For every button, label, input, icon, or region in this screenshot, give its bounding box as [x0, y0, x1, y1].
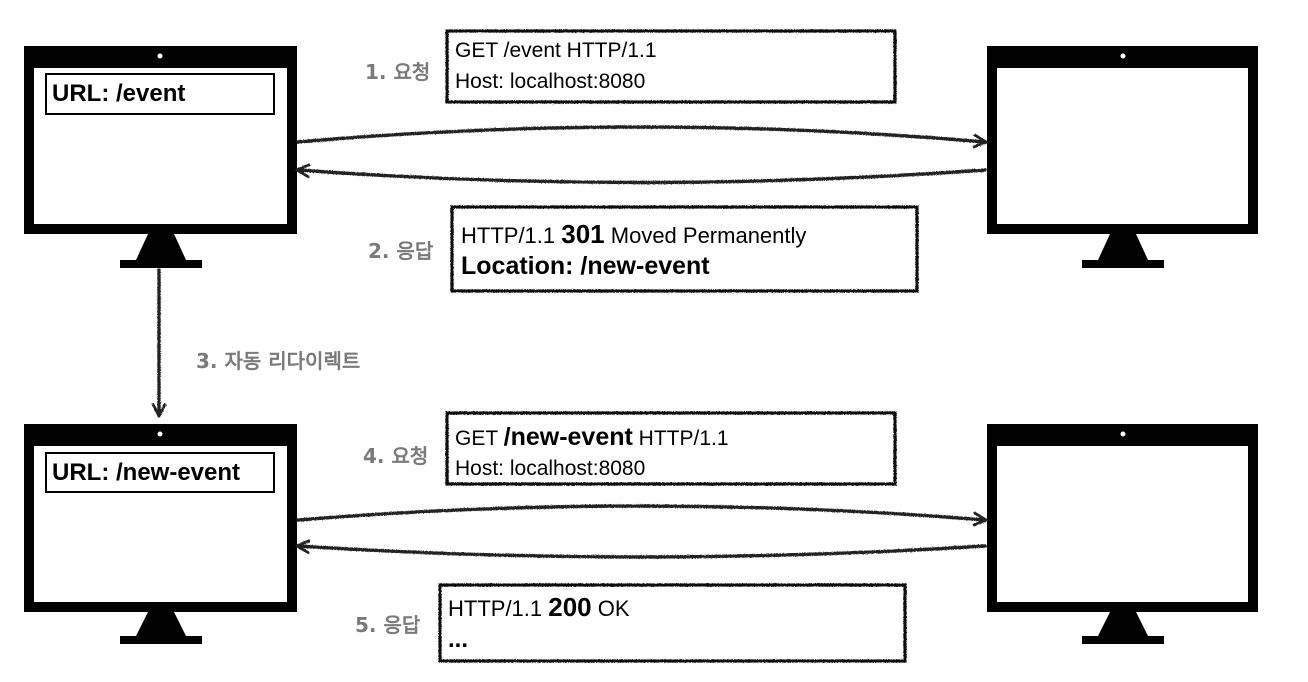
request2-arrow: [296, 504, 985, 520]
request1-line2: Host: localhost:8080: [455, 71, 645, 92]
response1-arrow: [298, 170, 987, 185]
request2-path: /new-event: [503, 423, 633, 451]
response2-ellipsis: ...: [448, 626, 469, 653]
request2-version: HTTP/1.1: [632, 427, 729, 450]
step-5-label: 5. 응답: [355, 613, 421, 637]
response2-arrow: [298, 546, 987, 559]
request1-line1: GET /event HTTP/1.1: [455, 40, 657, 61]
response2-status-code: 200: [548, 592, 592, 622]
server-monitor-bottom: [987, 424, 1258, 644]
response2-http-version: HTTP/1.1: [448, 596, 549, 621]
request1-line1-text: GET /event HTTP/1.1: [455, 39, 657, 62]
request1-line2-text: Host: localhost:8080: [455, 70, 646, 93]
response2-line1: HTTP/1.1 200 OK: [448, 594, 630, 620]
response1-location-header: Location: /new-event: [461, 252, 710, 280]
response2-line2: ...: [448, 628, 468, 652]
step-3-label: 3. 자동 리다이렉트: [196, 349, 361, 373]
client-monitor-top: [24, 46, 297, 268]
client-url-bottom: URL: /new-event: [52, 459, 241, 486]
request2-box: [445, 411, 897, 486]
client-url-top: URL: /event: [52, 80, 186, 107]
request1-arrow: [296, 125, 985, 142]
step-2-label: 2. 응답: [368, 239, 434, 263]
request1-box: [445, 29, 897, 104]
response2-status-text: OK: [591, 596, 630, 621]
response1-line1: HTTP/1.1 301 Moved Permanently: [461, 221, 806, 247]
response1-http-version: HTTP/1.1: [461, 223, 562, 248]
request2-line2-text: Host: localhost:8080: [455, 457, 646, 480]
step-1-label: 1. 요청: [365, 60, 431, 84]
request2-method: GET: [455, 427, 504, 450]
request2-line1: GET /new-event HTTP/1.1: [455, 425, 729, 450]
request2-line2: Host: localhost:8080: [455, 458, 645, 479]
response1-line2: Location: /new-event: [461, 254, 710, 279]
server-monitor-top: [987, 46, 1258, 268]
response1-box: [450, 205, 919, 293]
step-4-label: 4. 요청: [363, 444, 429, 468]
response2-box: [438, 583, 907, 663]
response1-status-text: Moved Permanently: [604, 223, 807, 248]
response1-status-code: 301: [561, 219, 605, 249]
client-monitor-bottom: [24, 424, 297, 644]
